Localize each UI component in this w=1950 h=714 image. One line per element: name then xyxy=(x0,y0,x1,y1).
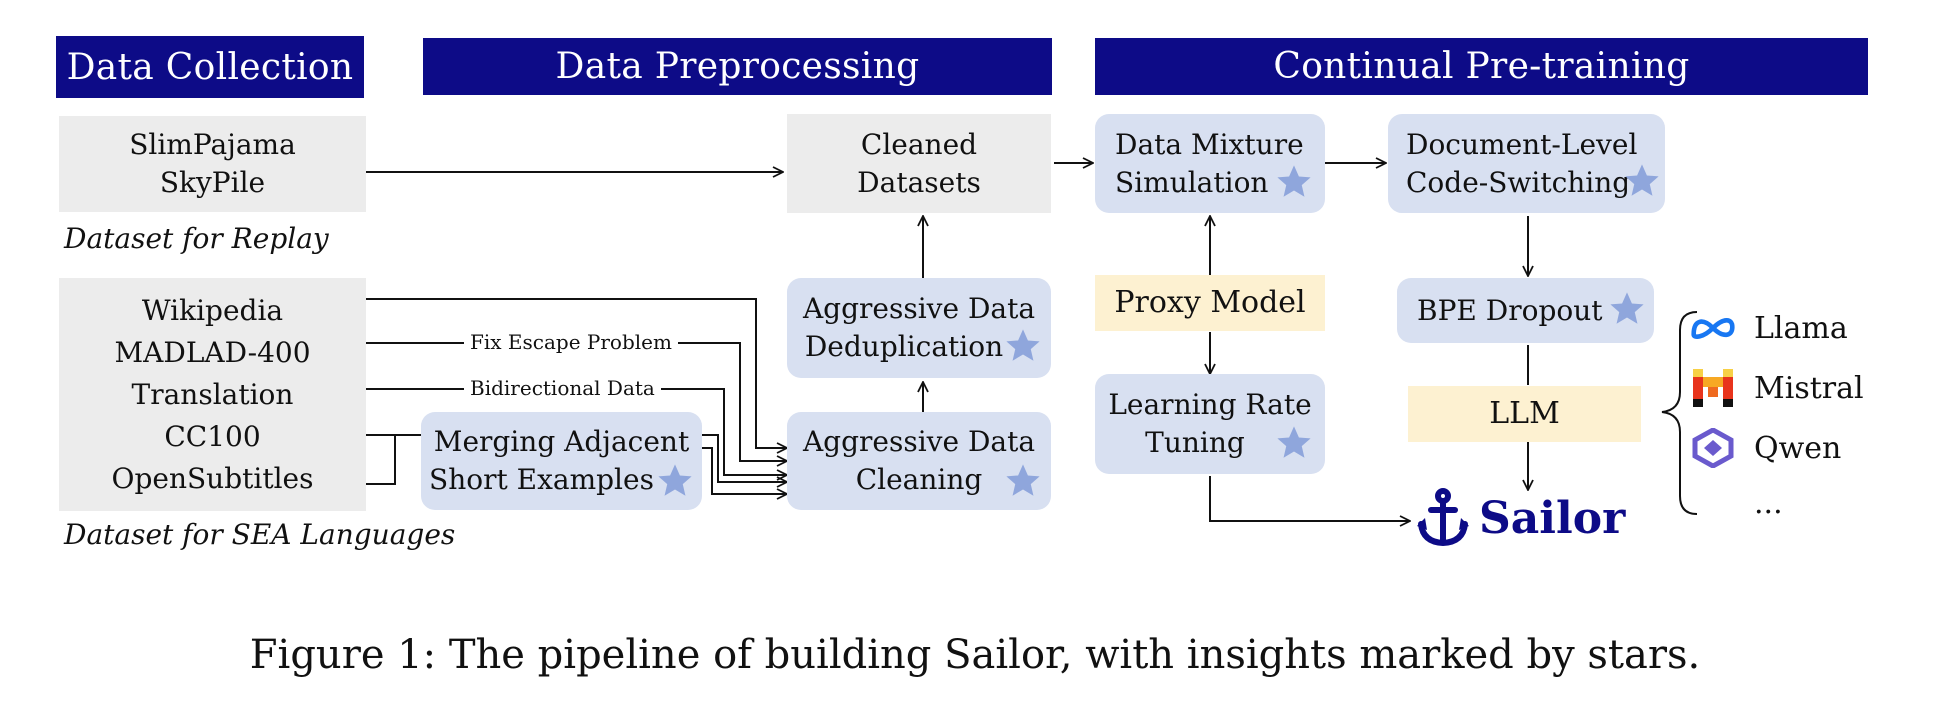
header-data-preprocessing: Data Preprocessing xyxy=(423,38,1052,95)
figure-caption: Figure 1: The pipeline of building Sailo… xyxy=(249,632,1701,678)
mixture-line-1: Data Mixture xyxy=(1115,127,1304,161)
star-icon xyxy=(1610,292,1644,324)
cleaned-datasets-box: Cleaned Datasets xyxy=(787,114,1051,213)
proxy-model-label: Proxy Model xyxy=(1114,285,1306,320)
star-icon xyxy=(1277,426,1311,458)
sea-dataset-translation: Translation xyxy=(131,377,294,411)
lr-line-2: Tuning xyxy=(1145,426,1245,459)
merging-line-2: Short Examples xyxy=(429,463,654,496)
model-llama: Llama xyxy=(1690,308,1848,348)
sea-dataset-wikipedia: Wikipedia xyxy=(141,293,284,327)
model-llama-label: Llama xyxy=(1754,310,1848,346)
code-switching-box: Document-Level Code-Switching xyxy=(1388,114,1665,213)
cleaned-line-1: Cleaned xyxy=(860,127,978,161)
cleaning-line-2: Cleaning xyxy=(855,463,983,496)
replay-caption: Dataset for Replay xyxy=(64,222,329,255)
mistral-logo-icon xyxy=(1690,368,1736,408)
star-icon xyxy=(1625,164,1659,196)
sea-dataset-cc100: CC100 xyxy=(164,419,261,453)
sailor-label: Sailor xyxy=(1479,492,1626,544)
proxy-model-box: Proxy Model xyxy=(1095,275,1325,331)
model-qwen-label: Qwen xyxy=(1754,430,1842,466)
cleaning-line-1: Aggressive Data xyxy=(802,425,1036,458)
model-more: ... xyxy=(1754,486,1783,521)
dedup-line-1: Aggressive Data xyxy=(802,292,1036,325)
edge-label-bidirectional: Bidirectional Data xyxy=(464,376,661,400)
data-mixture-simulation-box: Data Mixture Simulation xyxy=(1095,114,1325,213)
replay-datasets-box: SlimPajama SkyPile xyxy=(59,116,366,212)
model-qwen: Qwen xyxy=(1690,428,1841,468)
model-mistral: Mistral xyxy=(1690,368,1864,408)
llm-label: LLM xyxy=(1489,396,1560,431)
star-icon xyxy=(1006,329,1040,361)
sea-datasets-box: Wikipedia MADLAD-400 Translation CC100 O… xyxy=(59,278,366,511)
lr-line-1: Learning Rate xyxy=(1108,388,1312,421)
mixture-line-2: Simulation xyxy=(1115,165,1269,199)
sea-dataset-madlad: MADLAD-400 xyxy=(114,335,311,369)
replay-dataset-slimpajama: SlimPajama xyxy=(129,128,296,161)
edge-label-fix-escape: Fix Escape Problem xyxy=(464,330,678,354)
llm-box: LLM xyxy=(1408,386,1641,442)
learning-rate-tuning-box: Learning Rate Tuning xyxy=(1095,374,1325,474)
sea-dataset-opensubtitles: OpenSubtitles xyxy=(111,461,314,495)
aggressive-cleaning-box: Aggressive Data Cleaning xyxy=(787,412,1051,510)
star-icon xyxy=(658,464,692,496)
code-switch-line-2: Code-Switching xyxy=(1406,165,1631,199)
header-continual-pretraining: Continual Pre-training xyxy=(1095,38,1868,95)
star-icon xyxy=(1006,464,1040,496)
header-data-collection: Data Collection xyxy=(56,36,364,98)
model-mistral-label: Mistral xyxy=(1754,370,1864,406)
aggressive-dedup-box: Aggressive Data Deduplication xyxy=(787,278,1051,378)
bpe-dropout-label: BPE Dropout xyxy=(1417,293,1603,327)
dedup-line-2: Deduplication xyxy=(804,330,1004,363)
replay-dataset-skypile: SkyPile xyxy=(159,166,266,199)
anchor-icon xyxy=(1417,488,1469,547)
sea-caption: Dataset for SEA Languages xyxy=(64,518,456,551)
cleaned-line-2: Datasets xyxy=(857,165,981,199)
merging-line-1: Merging Adjacent xyxy=(433,425,690,458)
qwen-logo-icon xyxy=(1690,428,1736,468)
model-more-label: ... xyxy=(1754,486,1783,521)
meta-logo-icon xyxy=(1690,308,1736,348)
star-icon xyxy=(1277,165,1311,197)
code-switch-line-1: Document-Level xyxy=(1406,127,1638,161)
merging-short-examples-box: Merging Adjacent Short Examples xyxy=(421,412,702,510)
sailor-logo: Sailor xyxy=(1415,488,1625,548)
bpe-dropout-box: BPE Dropout xyxy=(1397,278,1654,343)
